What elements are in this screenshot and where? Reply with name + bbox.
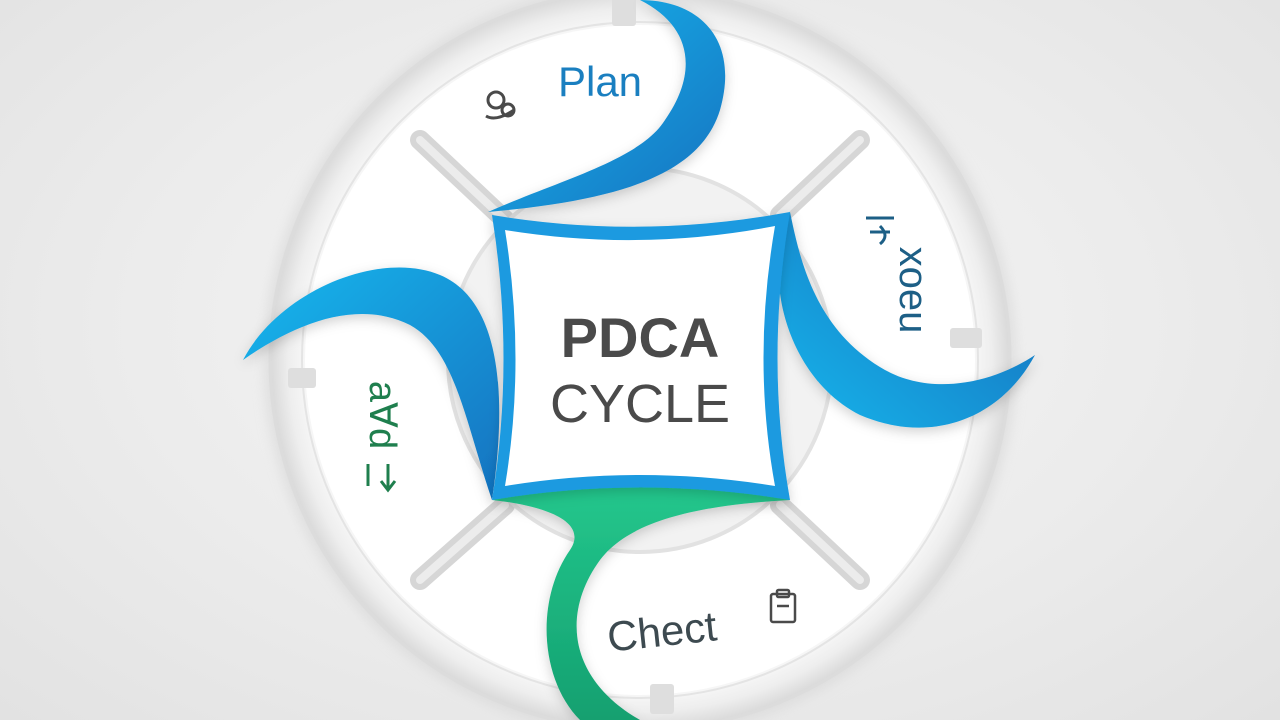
gears-icon — [485, 90, 516, 120]
segment-do[interactable]: xoeu — [891, 247, 935, 334]
center-title-line1: PDCA — [561, 306, 720, 369]
segment-label-check: Chect — [605, 602, 719, 660]
segment-check[interactable]: Chect — [605, 602, 719, 660]
arrow-down-icon — [366, 464, 397, 493]
clipboard-icon — [769, 588, 797, 624]
segment-dividers-highlight — [416, 136, 864, 584]
act-swoosh — [243, 267, 500, 500]
plan-swoosh — [488, 0, 726, 212]
segment-act[interactable]: a∀d — [361, 381, 403, 449]
do-swoosh — [778, 212, 1035, 428]
segment-label-do: xoeu — [891, 247, 935, 334]
arrow-loop-icon — [866, 216, 894, 246]
segment-label-plan: Plan — [558, 58, 642, 105]
center-title-line2: CYCLE — [550, 374, 730, 434]
segment-label-act: a∀d — [361, 381, 403, 449]
center-box — [492, 212, 790, 500]
segment-plan[interactable]: Plan — [485, 58, 642, 120]
ring-ticks — [288, 0, 982, 714]
check-swoosh — [492, 473, 790, 720]
